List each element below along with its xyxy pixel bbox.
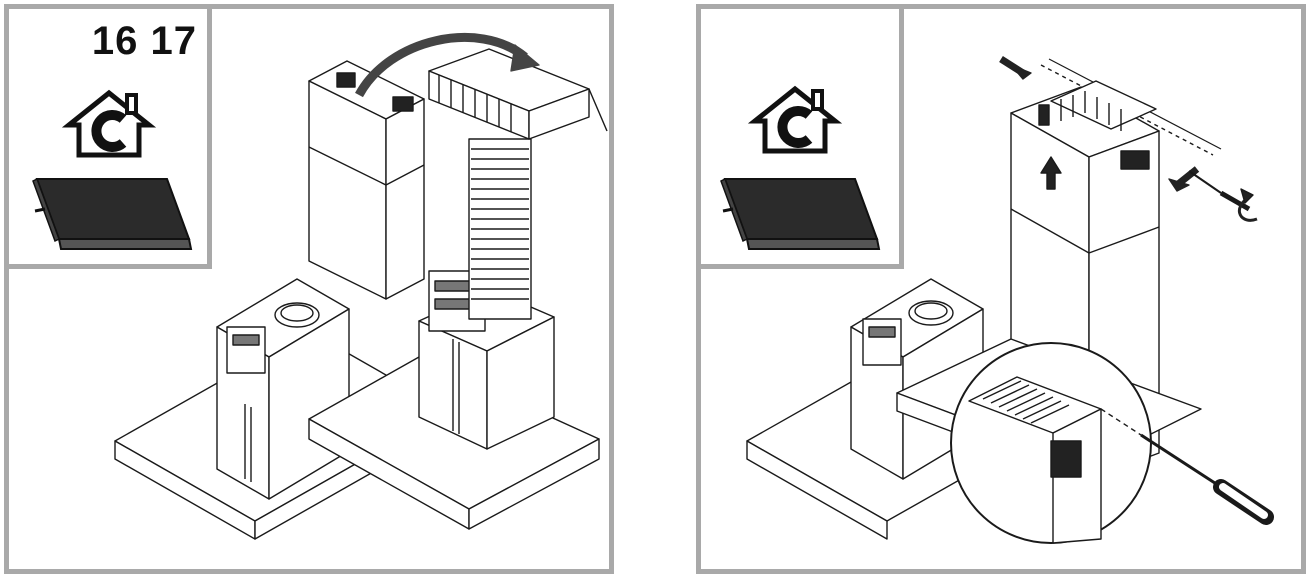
hood-assembly-right [746,56,1274,544]
inset-right-art [720,85,881,250]
inset-left-art [32,89,193,250]
panel-left: 16 17 [4,4,614,574]
house-recirculation-icon [747,85,843,154]
charcoal-filter-icon [32,177,193,250]
step-numbers: 16 17 [91,19,197,63]
push-arrows [999,56,1200,192]
screwdriver-top [1188,170,1258,222]
motor-box-front [418,270,555,450]
hood-assembly-left [114,33,608,540]
screwdriver-detail [1140,433,1274,525]
charcoal-filter-icon [720,177,881,250]
motor-box-back [216,278,350,500]
flexible-duct [468,138,532,320]
panel-right [696,4,1306,574]
detail-circle [950,342,1274,544]
inset-left: 16 17 [9,9,212,269]
house-recirculation-icon [61,89,157,158]
chimney [308,60,425,300]
filter-adapter [428,48,608,140]
inset-right [701,9,904,269]
curved-arrow [355,33,540,98]
adapter-top [1050,80,1157,131]
